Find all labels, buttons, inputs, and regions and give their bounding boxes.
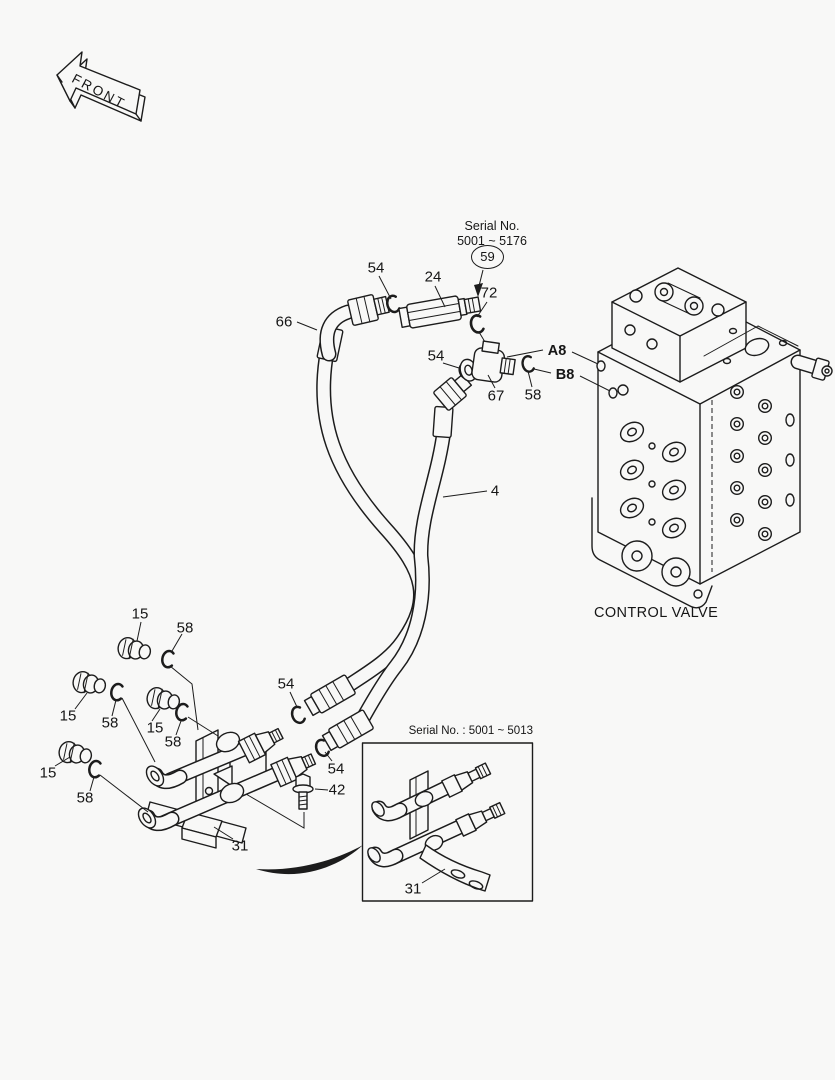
hose-top-nut — [433, 373, 473, 411]
callout-66: 66 — [275, 313, 293, 331]
serial-note-line1: Serial No. — [464, 219, 520, 233]
callout-54-mid: 54 — [427, 347, 445, 365]
inset-pointer-swoosh — [256, 845, 363, 875]
callout-54-top: 54 — [367, 259, 385, 277]
elbow-fitting-66 — [319, 294, 390, 362]
callout-58-1: 58 — [176, 619, 194, 637]
port-label-b8: B8 — [555, 367, 575, 383]
callout-54-manifold-2: 54 — [327, 760, 345, 778]
callout-58-2: 58 — [101, 714, 119, 732]
callout-31-inset: 31 — [404, 880, 422, 898]
callout-72: 72 — [480, 284, 498, 302]
callout-15-2: 15 — [59, 707, 77, 725]
callout-15-4: 15 — [39, 764, 57, 782]
leader-lines — [54, 275, 611, 884]
control-valve-label: CONTROL VALVE — [594, 605, 719, 621]
manifold-assembly — [137, 727, 317, 849]
o-ring-54 — [288, 704, 307, 726]
valve-top-block — [611, 267, 747, 383]
hose-right — [354, 422, 452, 728]
callout-15-1: 15 — [131, 605, 149, 623]
callout-4: 4 — [490, 482, 500, 500]
callout-24: 24 — [424, 268, 442, 286]
serial-note-line2: 5001 ~ 5176 — [457, 234, 527, 248]
callout-58-3: 58 — [164, 733, 182, 751]
balloon-59: 59 — [471, 245, 504, 269]
elbow-fitting-67 — [459, 340, 516, 383]
inline-fitting-24 — [398, 295, 482, 329]
inset-title: Serial No. : 5001 ~ 5013 — [408, 725, 533, 737]
hose-coupling — [321, 709, 374, 752]
bolt-42 — [292, 773, 314, 810]
callout-67: 67 — [487, 387, 505, 405]
inset-box — [361, 742, 534, 902]
callout-31-main: 31 — [231, 837, 249, 855]
control-valve — [591, 267, 833, 609]
serial-balloon-arrow — [474, 269, 484, 297]
callout-15-3: 15 — [146, 719, 164, 737]
callout-58-4: 58 — [76, 789, 94, 807]
port-label-a8: A8 — [547, 343, 567, 359]
hose-ferrule — [432, 405, 454, 439]
o-ring-58 — [108, 681, 125, 703]
callout-58-valve: 58 — [524, 386, 542, 404]
front-arrow-icon — [56, 51, 146, 122]
o-ring-58 — [519, 354, 536, 374]
hose-left — [316, 344, 428, 696]
o-ring-58 — [86, 758, 103, 780]
valve-right-fitting — [790, 354, 833, 381]
callout-54-manifold-1: 54 — [277, 675, 295, 693]
o-ring-58 — [159, 648, 176, 670]
o-ring-72 — [468, 313, 486, 336]
hose-coupling — [303, 674, 356, 717]
callout-42: 42 — [328, 781, 346, 799]
